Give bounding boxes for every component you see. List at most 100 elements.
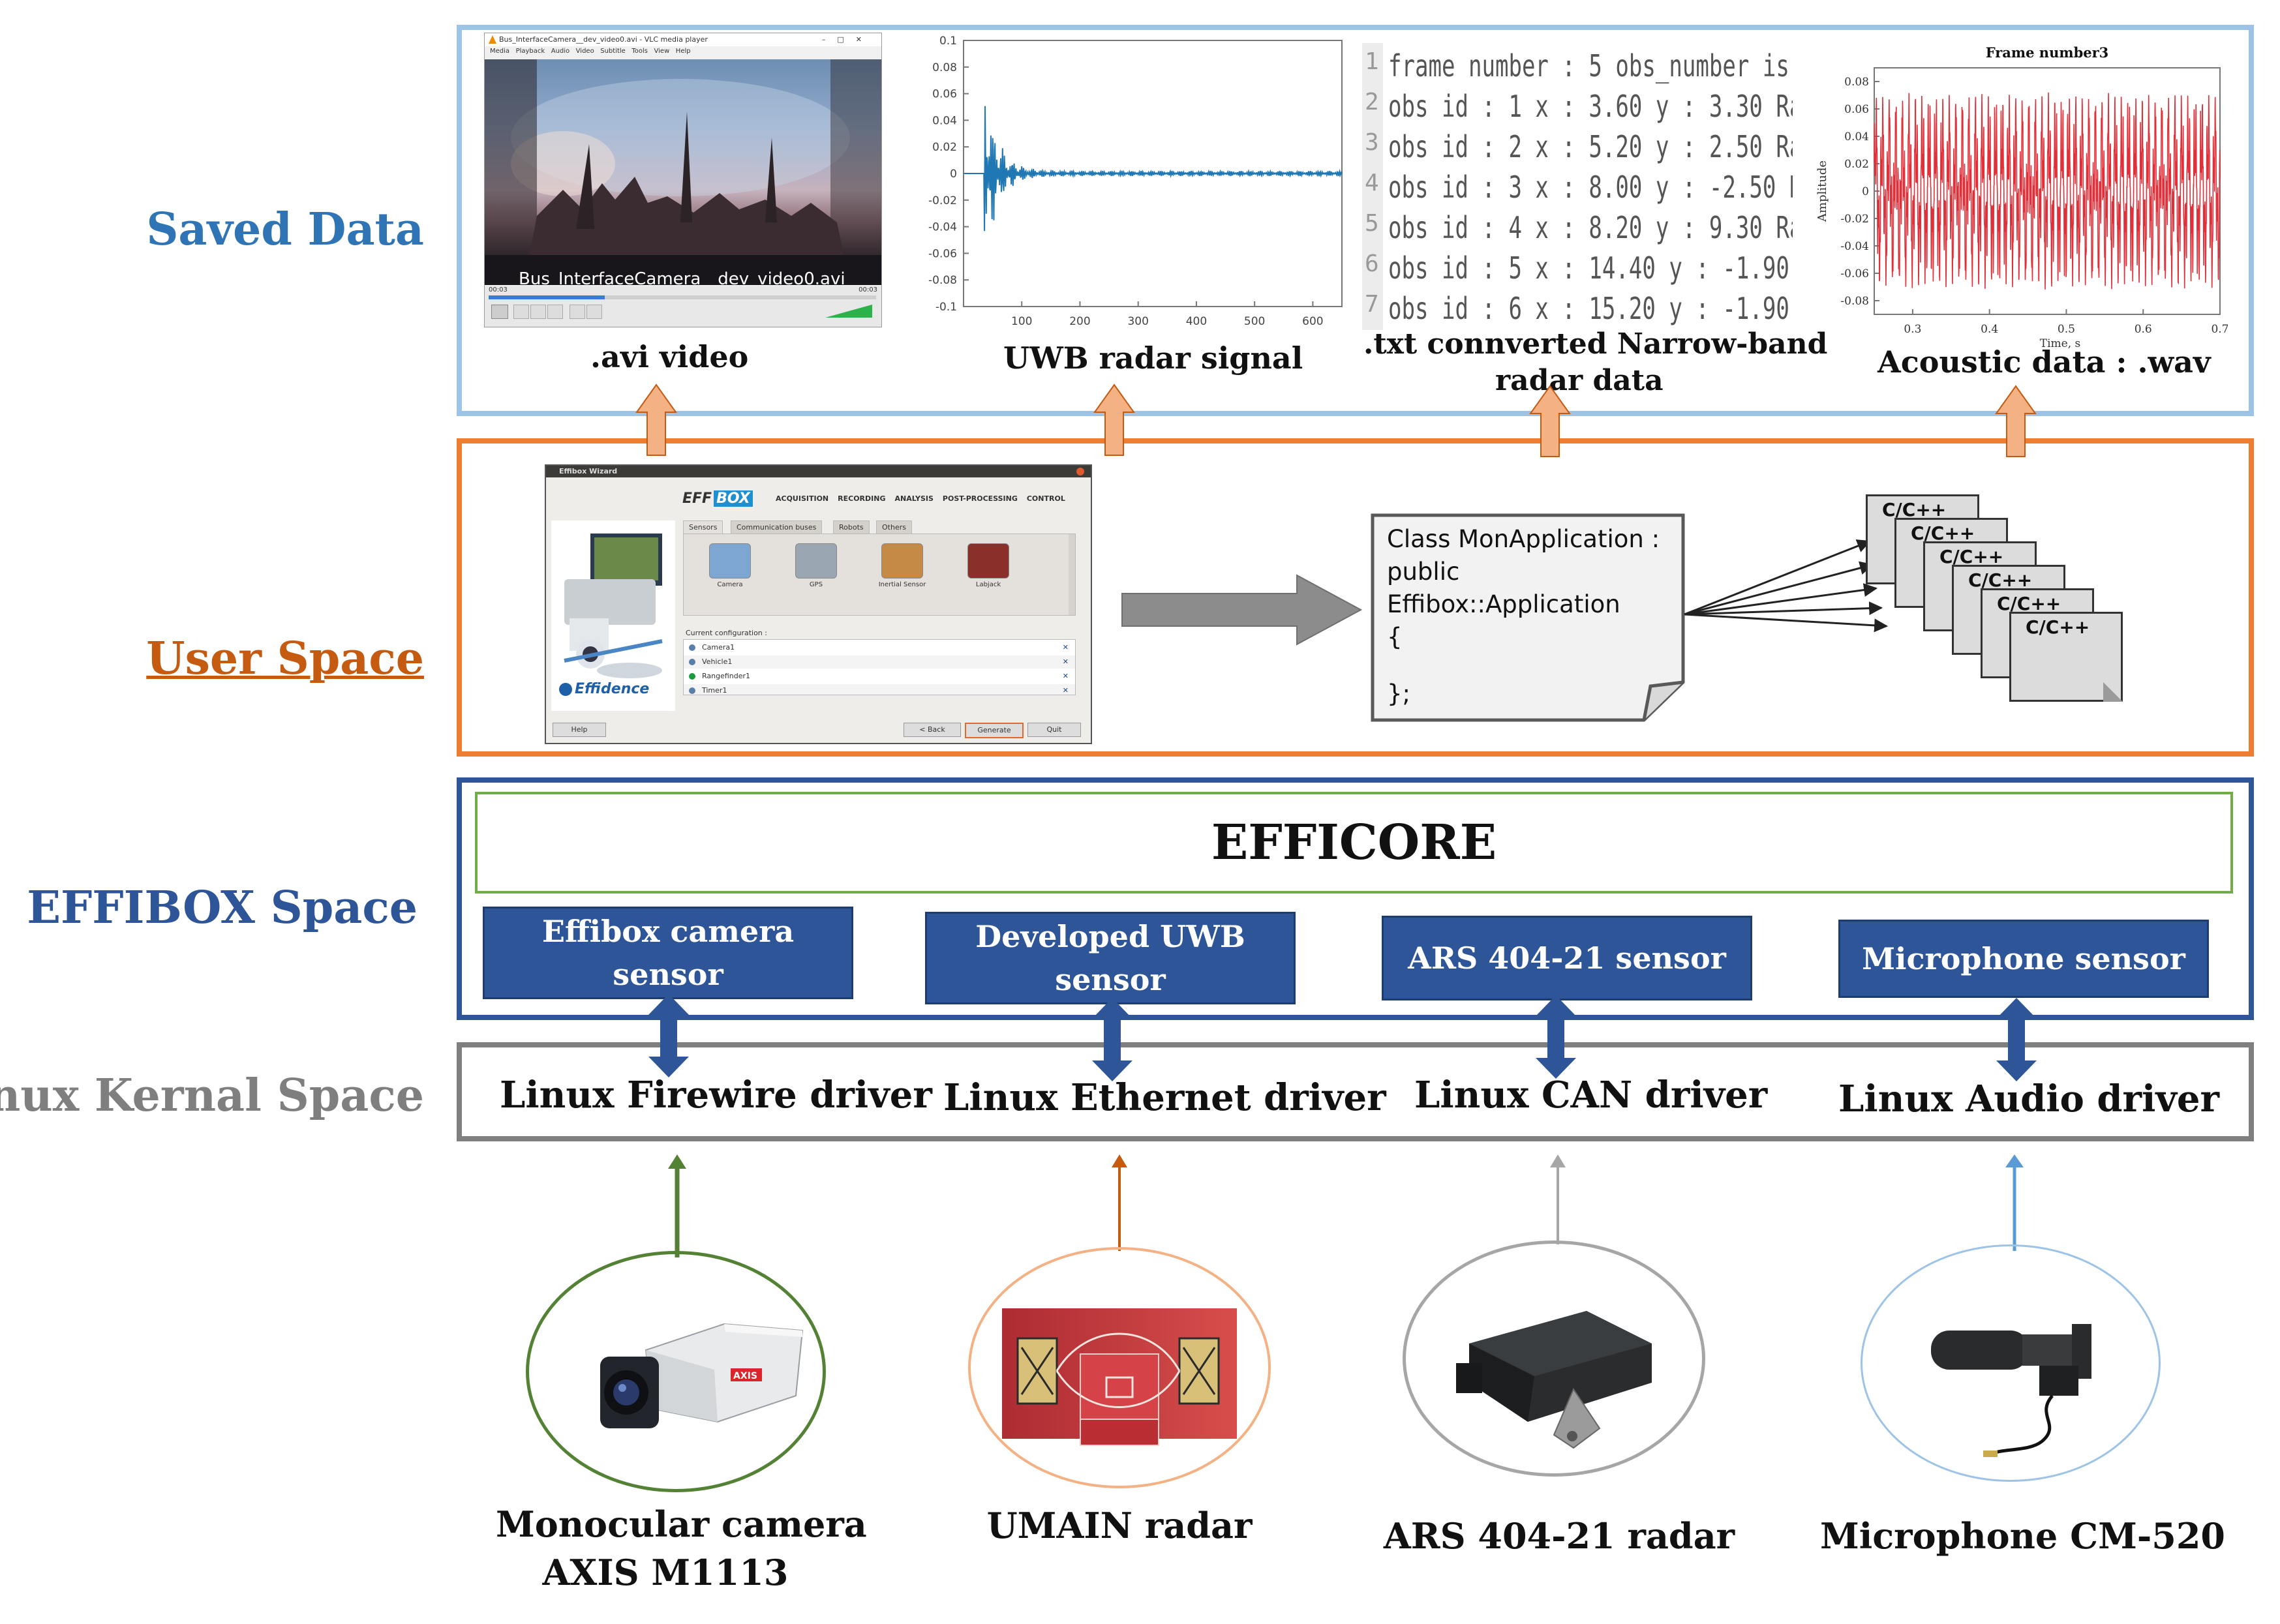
vlc-cone-icon — [489, 35, 496, 44]
vlc-next-button[interactable] — [547, 305, 563, 319]
camera-photo: AXIS — [600, 1323, 804, 1428]
wizard-menu-item[interactable]: ANALYSIS — [894, 494, 934, 503]
acoustic-waveform — [1874, 92, 2221, 290]
txt-data-line: obs id : 2 x : 5.20 y : 2.50 Range : — [1388, 129, 1793, 164]
wizard-quit-button[interactable]: Quit — [1027, 723, 1081, 737]
txt-data-line: obs id : 3 x : 8.00 y : -2.50 Range — [1388, 170, 1793, 205]
saved-data-label: Saved Data — [146, 203, 424, 256]
wizard-config-delete-icon[interactable]: ✕ — [1062, 672, 1069, 680]
vlc-seek-bar[interactable] — [489, 295, 876, 299]
vlc-prev-button[interactable] — [513, 305, 529, 319]
wizard-generate-button[interactable]: Generate — [965, 723, 1024, 738]
uwb-y-tick-label: -0.02 — [928, 194, 957, 207]
wizard-config-label: Rangefinder1 — [702, 672, 751, 680]
cpp-file-label: C/C++ — [1997, 593, 2061, 614]
vlc-video-frame: Bus_InterfaceCamera__dev_video0.avi — [485, 59, 881, 285]
wizard-tab[interactable]: Sensors — [683, 520, 723, 534]
vlc-stop-button[interactable] — [530, 305, 546, 319]
txt-line-number: 5 — [1365, 210, 1379, 237]
acoustic-y-tick-label: -0.06 — [1840, 267, 1869, 280]
up-arrow-txt — [1529, 385, 1571, 457]
class-code-line: public — [1387, 558, 1460, 586]
acoustic-x-tick-label: 0.6 — [2135, 323, 2152, 336]
wizard-sensor-option[interactable]: Camera — [702, 543, 758, 609]
wizard-help-button[interactable]: Help — [553, 723, 606, 737]
acoustic-x-tick-label: 0.5 — [2058, 323, 2075, 336]
effibox-space-frame — [457, 777, 2254, 1020]
wizard-panel-scrollbar[interactable] — [1069, 534, 1075, 615]
vlc-title-bar: Bus_InterfaceCamera__dev_video0.avi - VL… — [485, 33, 881, 46]
linux-firewire-driver: Linux Firewire driver — [500, 1074, 932, 1117]
vlc-video-scene — [485, 59, 881, 285]
acoustic-y-tick-label: 0.04 — [1844, 130, 1869, 143]
wizard-config-icon — [689, 659, 695, 665]
wizard-config-row[interactable]: Camera1✕ — [684, 641, 1075, 654]
wizard-icon-panel: Camera GPS Inertial Sensor Labjack — [683, 534, 1076, 616]
radar-device-label: UMAIN radar — [986, 1505, 1253, 1546]
wizard-config-delete-icon[interactable]: ✕ — [1062, 686, 1069, 695]
wizard-menu-item[interactable]: CONTROL — [1026, 494, 1065, 503]
up-arrow-avi — [635, 383, 677, 456]
wizard-config-delete-icon[interactable]: ✕ — [1062, 643, 1069, 652]
effidence-brand: Effidence — [559, 681, 649, 697]
txt-caption-line2: radar data — [1495, 364, 1664, 397]
wizard-config-row[interactable]: Vehicle1✕ — [684, 655, 1075, 669]
mic-photo — [1931, 1324, 2091, 1457]
uwb-x-tick-label: 400 — [1186, 315, 1207, 328]
uwb-x-tick-label: 300 — [1127, 315, 1148, 328]
wizard-menu-item[interactable]: RECORDING — [838, 494, 886, 503]
linux-kernal-label: Linux Kernal Space — [0, 1070, 424, 1122]
acoustic-y-tick-label: -0.04 — [1840, 240, 1869, 253]
ars-device-circle — [1403, 1241, 1705, 1477]
wizard-config-row[interactable]: Timer1✕ — [684, 684, 1075, 695]
wizard-sensor-label: Camera — [717, 581, 743, 588]
uwb-y-tick-label: 0.02 — [932, 141, 957, 154]
uwb-signal-line — [964, 106, 1343, 232]
wizard-sensor-option[interactable]: Labjack — [960, 543, 1016, 609]
wizard-sensor-option[interactable]: GPS — [788, 543, 844, 609]
uwb-x-tick-label: 200 — [1069, 315, 1090, 328]
wizard-config-delete-icon[interactable]: ✕ — [1062, 657, 1069, 666]
vlc-menu-bar[interactable]: Media Playback Audio Video Subtitle Tool… — [490, 48, 691, 55]
wizard-tab[interactable]: Robots — [833, 520, 870, 534]
wizard-menu-item[interactable]: POST-PROCESSING — [942, 494, 1018, 503]
wizard-sensor-icon — [709, 543, 751, 579]
wizard-sensor-option[interactable]: Inertial Sensor — [874, 543, 930, 609]
uwb-y-tick-label: -0.04 — [928, 221, 957, 234]
wizard-menu-item[interactable]: ACQUISITION — [776, 494, 829, 503]
wizard-sensor-icon — [967, 543, 1009, 579]
wizard-close-button[interactable] — [1076, 468, 1084, 475]
wizard-config-label: Current configuration : — [686, 629, 767, 637]
class-code-line: Class MonApplication : — [1387, 525, 1660, 553]
txt-data-line: frame number : 5 obs_number is: 104 l — [1388, 48, 1793, 83]
acoustic-y-tick-label: 0.08 — [1844, 76, 1869, 89]
linux-ethernet-driver: Linux Ethernet driver — [943, 1076, 1386, 1119]
double-arrow-audio — [1996, 998, 2037, 1081]
wizard-config-row[interactable]: Rangefinder1 ✕ — [684, 670, 1075, 683]
ars-device-label: ARS 404-21 radar — [1383, 1515, 1735, 1557]
acoustic-title: Frame number3 — [1986, 44, 2109, 61]
cpp-file-label: C/C++ — [1968, 569, 2033, 591]
wizard-sensor-label: GPS — [809, 581, 823, 588]
acoustic-chart: Frame number30.080.060.040.020-0.02-0.04… — [1816, 44, 2228, 350]
wizard-back-button[interactable]: < Back — [904, 723, 961, 737]
uwb-y-tick-label: -0.08 — [928, 274, 957, 287]
wizard-sensor-label: Inertial Sensor — [878, 581, 926, 588]
vlc-fullscreen-button[interactable] — [570, 305, 585, 319]
camera-device-circle — [526, 1251, 826, 1492]
vlc-volume-slider[interactable] — [825, 305, 872, 318]
vlc-playlist-button[interactable] — [586, 305, 602, 319]
wizard-tab[interactable]: Communication buses — [731, 520, 823, 534]
uwb-y-tick-label: -0.06 — [928, 247, 957, 260]
linux-can-driver: Linux CAN driver — [1414, 1074, 1768, 1117]
linux-audio-driver: Linux Audio driver — [1838, 1077, 2220, 1120]
double-arrow-ethernet — [1092, 998, 1132, 1081]
wizard-tab[interactable]: Others — [876, 520, 912, 534]
vlc-time-total: 00:03 — [859, 286, 877, 293]
cpp-file-label: C/C++ — [2026, 616, 2090, 638]
vlc-play-button[interactable] — [491, 305, 508, 319]
vlc-window-controls[interactable]: –□✕ — [821, 35, 874, 44]
